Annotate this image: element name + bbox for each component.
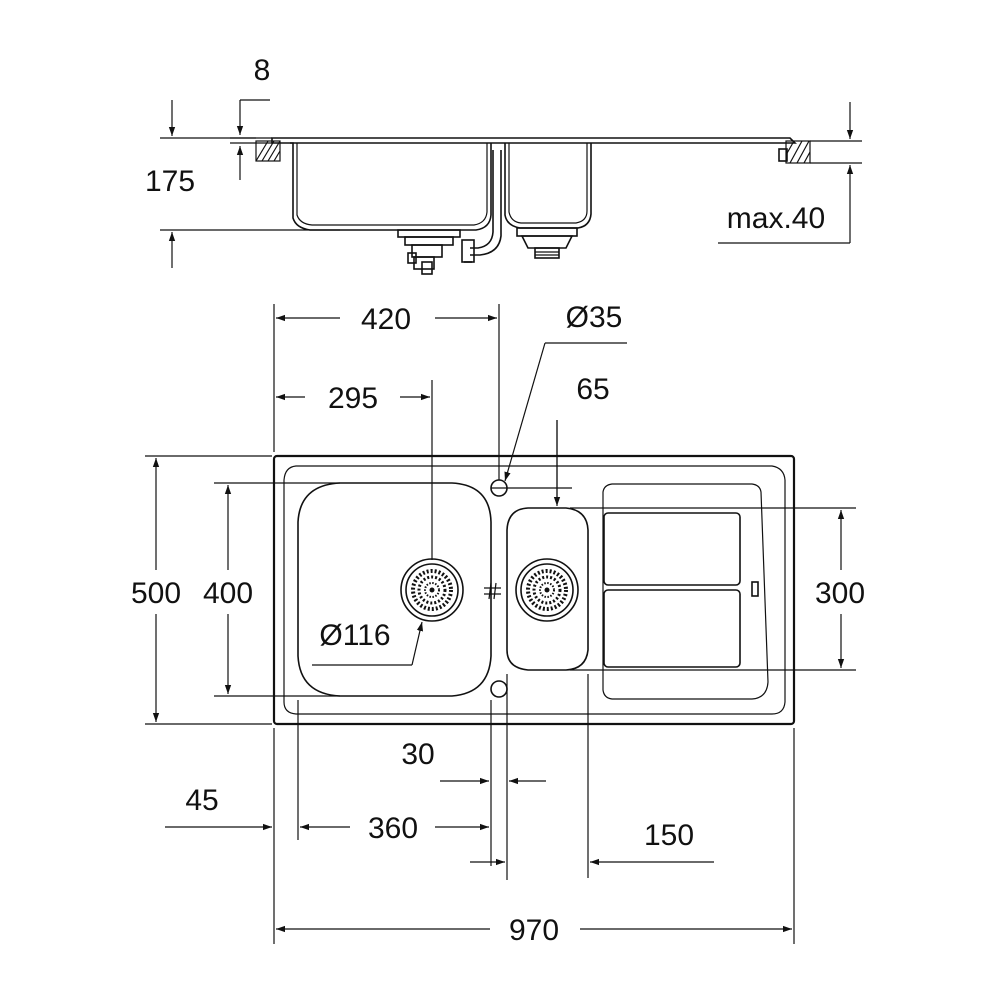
small-waste-fitting (516, 227, 578, 259)
overall-width-label: 970 (509, 914, 559, 947)
main-bowl-width-dimension: 360 (300, 812, 489, 845)
overflow-hole-icon (490, 680, 508, 698)
bowl-gap-label: 30 (401, 738, 434, 771)
flange-thickness-label: 8 (254, 54, 271, 87)
worktop-left-hatch (255, 140, 281, 162)
small-bowl-section (504, 143, 592, 229)
overflow-symbol-icon (484, 582, 501, 600)
main-bowl-width-label: 360 (368, 812, 418, 845)
overflow-pipe (470, 150, 502, 256)
main-bowl-section (290, 142, 492, 231)
tap-hole-offset-label: 420 (361, 303, 411, 336)
tap-hole-diameter-leader: Ø35 (491, 301, 627, 489)
inner-rim (283, 465, 786, 715)
waste-diameter-label: Ø116 (319, 619, 390, 652)
worktop-thickness-dimension: max.40 (718, 102, 862, 244)
left-margin-dimension: 45 (165, 784, 272, 831)
worktop-right-hatch (778, 140, 811, 164)
tap-hole-diameter-label: Ø35 (566, 301, 623, 334)
bowl-depth-label: 175 (145, 165, 195, 198)
sink-outline (272, 454, 796, 726)
small-bowl (506, 507, 589, 671)
side-section-view: 8 175 max.40 (145, 54, 862, 275)
main-bowl-depth-label: 400 (203, 577, 253, 610)
small-waste-strainer-icon (515, 558, 579, 622)
overall-depth-dimension: 500 (131, 455, 272, 725)
plan-view: 420 295 Ø35 65 500 (131, 301, 865, 947)
waste-diameter-leader: Ø116 (312, 619, 424, 666)
overall-depth-label: 500 (131, 577, 181, 610)
worktop-thickness-label: max.40 (727, 202, 825, 235)
small-bowl-width-label: 150 (644, 819, 694, 852)
small-outlet-offset-label: 65 (576, 373, 609, 406)
main-bowl (297, 482, 492, 697)
main-waste-fitting (397, 229, 475, 275)
small-outlet-offset-dimension: 65 (553, 373, 610, 506)
main-outlet-offset-dimension: 295 (276, 380, 433, 560)
main-waste-strainer-icon (400, 558, 464, 622)
bowl-depth-dimension: 175 (145, 100, 340, 268)
drainer-depth-dimension: 300 (570, 507, 865, 671)
overall-width-dimension: 970 (276, 914, 792, 947)
left-margin-label: 45 (185, 784, 218, 817)
main-outlet-offset-label: 295 (328, 382, 378, 415)
flange-thickness-dimension: 8 (230, 54, 272, 180)
small-bowl-width-dimension: 150 (590, 819, 714, 866)
drainer-depth-label: 300 (815, 577, 865, 610)
main-bowl-depth-dimension: 400 (203, 482, 340, 697)
tap-hole-offset-dimension: 420 (273, 303, 500, 480)
bowl-gap-dimension: 30 (401, 738, 546, 785)
drainer-area (602, 483, 769, 700)
sink-flange (271, 137, 797, 144)
